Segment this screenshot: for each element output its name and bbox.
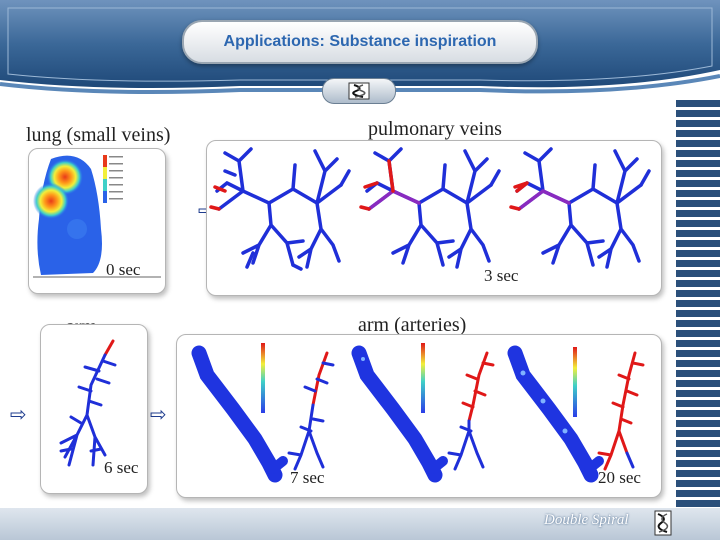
time-20: 20 sec xyxy=(598,468,641,487)
time-0: 0 sec xyxy=(106,260,141,279)
double-spiral-logo-icon xyxy=(348,82,370,100)
brand-text: Double Spiral xyxy=(544,512,629,528)
right-arrow-icon: ⇨ xyxy=(10,402,27,426)
lung-heatmap xyxy=(33,155,161,278)
pulmonary-veins-panel xyxy=(206,140,662,296)
time-7: 7 sec xyxy=(290,468,325,487)
right-arrow-icon: ⇨ xyxy=(150,402,167,426)
double-spiral-logo-icon xyxy=(654,510,672,536)
arm-arteries-panel xyxy=(176,334,662,498)
label-arm-arteries: arm (arteries) xyxy=(358,314,467,336)
label-pulmonary-veins: pulmonary veins xyxy=(368,118,502,140)
slide-title-text: Applications: Substance inspiration xyxy=(223,33,497,50)
time-6: 6 sec xyxy=(104,458,139,477)
label-lung: lung (small veins) xyxy=(26,124,171,146)
arm-vessel-tree xyxy=(59,339,117,467)
lung-heatmap-panel xyxy=(28,148,166,294)
pulmonary-trees xyxy=(209,147,651,271)
slide-title: Applications: Substance inspiration xyxy=(182,20,538,64)
arm-panel xyxy=(40,324,148,494)
decorative-stripes xyxy=(676,100,720,508)
time-3: 3 sec xyxy=(484,266,519,285)
slide-footer xyxy=(0,508,720,540)
arm-artery-stages xyxy=(191,343,645,483)
header-logo-button[interactable] xyxy=(322,78,396,104)
